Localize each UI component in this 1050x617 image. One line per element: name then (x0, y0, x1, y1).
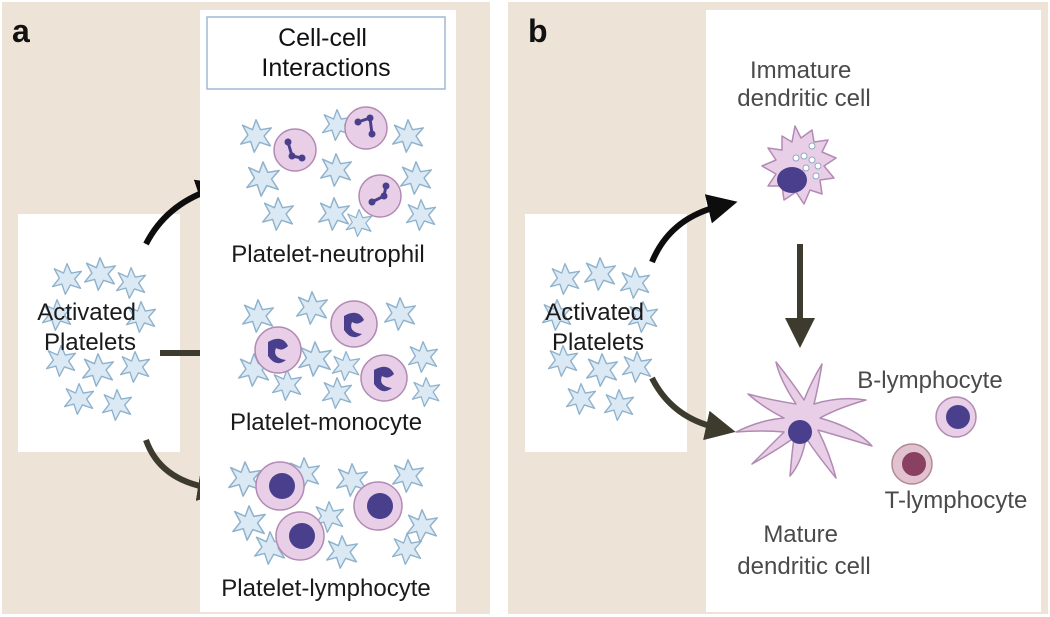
panel-b: b Activated Platelets Immature d (508, 2, 1048, 614)
neutrophil-cluster (239, 106, 437, 238)
lymphocyte-icon (255, 461, 305, 511)
lymphocyte-icon (275, 511, 325, 561)
monocyte-icon (360, 354, 408, 402)
panel-b-source-label: Activated Platelets (545, 299, 650, 356)
label-platelet-neutrophil: Platelet-neutrophil (231, 241, 424, 268)
panel-a-source-label: Activated Platelets (37, 299, 142, 356)
label-platelet-monocyte: Platelet-monocyte (230, 409, 422, 436)
mature-dendritic-cell-label: Mature dendritic cell (737, 521, 870, 580)
monocyte-icon (330, 300, 378, 348)
immature-dendritic-cell-label: Immature dendritic cell (737, 57, 870, 112)
header-box (206, 16, 446, 90)
lymphocyte-icon (935, 396, 977, 438)
panel-b-main-box (706, 10, 1041, 612)
dendritic-cell-icon (761, 125, 837, 205)
arrow-icon (649, 194, 738, 264)
neutrophil-icon (273, 128, 317, 172)
lymphocyte-icon (353, 481, 403, 531)
label-platelet-lymphocyte: Platelet-lymphocyte (221, 575, 430, 602)
dendritic-cell-icon (735, 361, 873, 479)
lymphocyte-cluster (228, 457, 439, 569)
header-title: Cell-cell Interactions (261, 24, 390, 82)
neutrophil-icon (344, 106, 388, 150)
lymphocyte-icon (891, 443, 933, 485)
t-lymphocyte-label: T-lymphocyte (885, 487, 1028, 514)
panel-a: a Activated Platelets Cell-cell I (2, 2, 490, 614)
neutrophil-icon (358, 174, 402, 218)
arrow-icon (649, 376, 736, 441)
monocyte-cluster (237, 291, 441, 409)
panel-a-source-box (18, 214, 180, 452)
panel-b-letter: b (528, 13, 548, 49)
monocyte-icon (254, 326, 302, 374)
b-lymphocyte-label: B-lymphocyte (857, 367, 1002, 394)
panel-a-letter: a (12, 13, 30, 49)
